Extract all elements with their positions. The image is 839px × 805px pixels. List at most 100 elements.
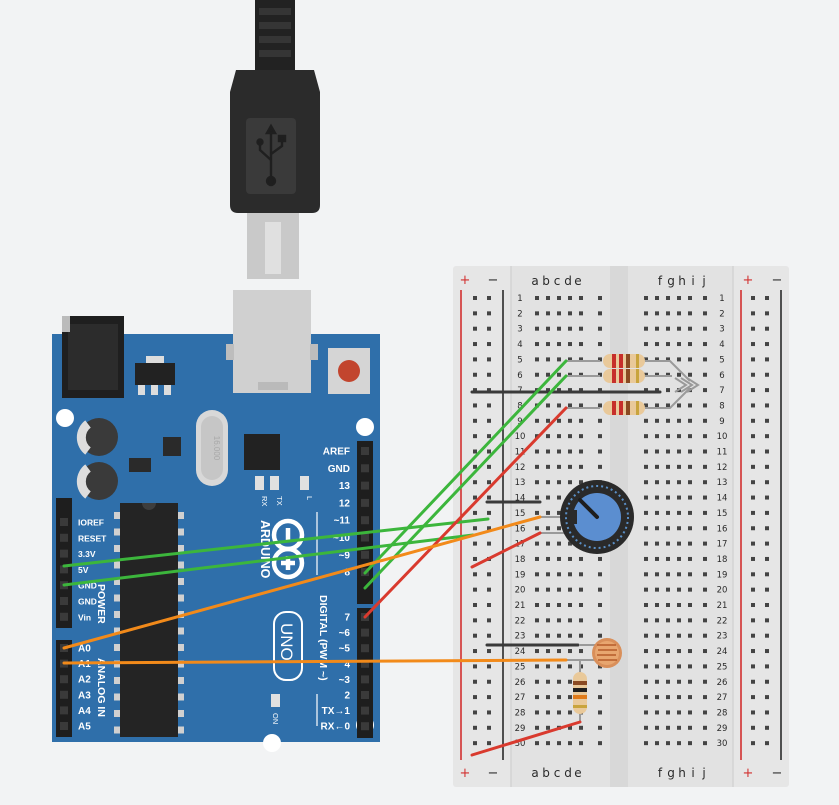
rail-hole[interactable]: [765, 649, 769, 654]
digital-header-bottom[interactable]: [357, 608, 373, 738]
breadboard-hole[interactable]: [655, 418, 659, 423]
rail-hole[interactable]: [765, 495, 769, 500]
breadboard-hole[interactable]: [688, 403, 692, 408]
breadboard-hole[interactable]: [644, 510, 648, 515]
breadboard-hole[interactable]: [688, 296, 692, 300]
breadboard-hole[interactable]: [598, 695, 602, 700]
breadboard-hole[interactable]: [688, 618, 692, 623]
breadboard-hole[interactable]: [655, 357, 659, 362]
reset-button[interactable]: [328, 348, 370, 394]
breadboard-hole[interactable]: [568, 388, 572, 393]
rail-hole[interactable]: [765, 741, 769, 746]
resistor[interactable]: [573, 672, 587, 714]
breadboard-hole[interactable]: [546, 326, 550, 331]
rail-hole[interactable]: [765, 296, 769, 300]
breadboard-hole[interactable]: [557, 326, 561, 331]
breadboard-hole[interactable]: [598, 296, 602, 300]
breadboard-hole[interactable]: [535, 480, 539, 485]
breadboard-hole[interactable]: [703, 326, 707, 331]
breadboard-hole[interactable]: [598, 741, 602, 746]
rail-hole[interactable]: [487, 495, 491, 500]
breadboard-hole[interactable]: [546, 480, 550, 485]
rail-hole[interactable]: [751, 741, 755, 746]
breadboard-hole[interactable]: [644, 403, 648, 408]
rail-hole[interactable]: [487, 342, 491, 347]
rail-hole[interactable]: [765, 480, 769, 485]
rail-hole[interactable]: [751, 572, 755, 577]
power-header[interactable]: [56, 498, 72, 628]
header-pin[interactable]: [60, 549, 68, 558]
breadboard-hole[interactable]: [546, 510, 550, 515]
rail-hole[interactable]: [487, 741, 491, 746]
breadboard-hole[interactable]: [703, 649, 707, 654]
breadboard-hole[interactable]: [655, 372, 659, 377]
breadboard-hole[interactable]: [666, 710, 670, 715]
breadboard-hole[interactable]: [703, 556, 707, 561]
rail-hole[interactable]: [473, 572, 477, 577]
breadboard-hole[interactable]: [677, 372, 681, 377]
breadboard-hole[interactable]: [655, 495, 659, 500]
breadboard-hole[interactable]: [557, 388, 561, 393]
breadboard-hole[interactable]: [655, 603, 659, 607]
breadboard-hole[interactable]: [703, 372, 707, 377]
breadboard-hole[interactable]: [598, 388, 602, 393]
breadboard-hole[interactable]: [546, 695, 550, 700]
rail-hole[interactable]: [487, 510, 491, 515]
orange-wire[interactable]: [62, 658, 568, 665]
breadboard-hole[interactable]: [598, 664, 602, 669]
red-wire[interactable]: [470, 531, 542, 569]
breadboard-hole[interactable]: [666, 403, 670, 408]
header-pin[interactable]: [361, 447, 369, 455]
breadboard-hole[interactable]: [655, 510, 659, 515]
rail-hole[interactable]: [487, 418, 491, 423]
header-pin[interactable]: [361, 628, 369, 637]
breadboard-hole[interactable]: [546, 664, 550, 669]
rail-hole[interactable]: [751, 434, 755, 439]
breadboard-hole[interactable]: [535, 296, 539, 300]
breadboard-hole[interactable]: [598, 572, 602, 577]
rail-hole[interactable]: [751, 664, 755, 669]
rail-hole[interactable]: [473, 464, 477, 469]
breadboard-hole[interactable]: [568, 556, 572, 561]
breadboard-hole[interactable]: [666, 311, 670, 316]
breadboard-hole[interactable]: [677, 618, 681, 623]
breadboard-hole[interactable]: [598, 618, 602, 623]
breadboard-hole[interactable]: [655, 556, 659, 561]
breadboard-hole[interactable]: [703, 357, 707, 362]
rail-hole[interactable]: [473, 480, 477, 485]
rail-hole[interactable]: [487, 633, 491, 638]
photoresistor[interactable]: [592, 638, 622, 668]
rail-hole[interactable]: [487, 587, 491, 592]
breadboard-hole[interactable]: [666, 464, 670, 469]
rail-hole[interactable]: [765, 725, 769, 730]
breadboard-hole[interactable]: [703, 618, 707, 623]
header-pin[interactable]: [361, 533, 369, 542]
rail-hole[interactable]: [473, 372, 477, 377]
breadboard-hole[interactable]: [546, 725, 550, 730]
breadboard-hole[interactable]: [579, 388, 583, 393]
rail-hole[interactable]: [765, 357, 769, 362]
breadboard-hole[interactable]: [557, 633, 561, 638]
breadboard-hole[interactable]: [655, 649, 659, 654]
rail-hole[interactable]: [473, 664, 477, 669]
rail-hole[interactable]: [473, 541, 477, 546]
breadboard-hole[interactable]: [579, 449, 583, 454]
breadboard-hole[interactable]: [579, 572, 583, 577]
breadboard-hole[interactable]: [688, 372, 692, 377]
breadboard-hole[interactable]: [535, 418, 539, 423]
breadboard-hole[interactable]: [598, 326, 602, 331]
breadboard-hole[interactable]: [546, 388, 550, 393]
breadboard-hole[interactable]: [655, 388, 659, 393]
rail-hole[interactable]: [473, 618, 477, 623]
rail-hole[interactable]: [487, 603, 491, 607]
breadboard-hole[interactable]: [579, 357, 583, 362]
rail-hole[interactable]: [765, 372, 769, 377]
breadboard-hole[interactable]: [546, 372, 550, 377]
breadboard-hole[interactable]: [598, 372, 602, 377]
rail-hole[interactable]: [751, 403, 755, 408]
breadboard-hole[interactable]: [535, 725, 539, 730]
breadboard-hole[interactable]: [557, 357, 561, 362]
breadboard-hole[interactable]: [598, 342, 602, 347]
rail-hole[interactable]: [765, 679, 769, 684]
analog-header[interactable]: [56, 640, 72, 737]
